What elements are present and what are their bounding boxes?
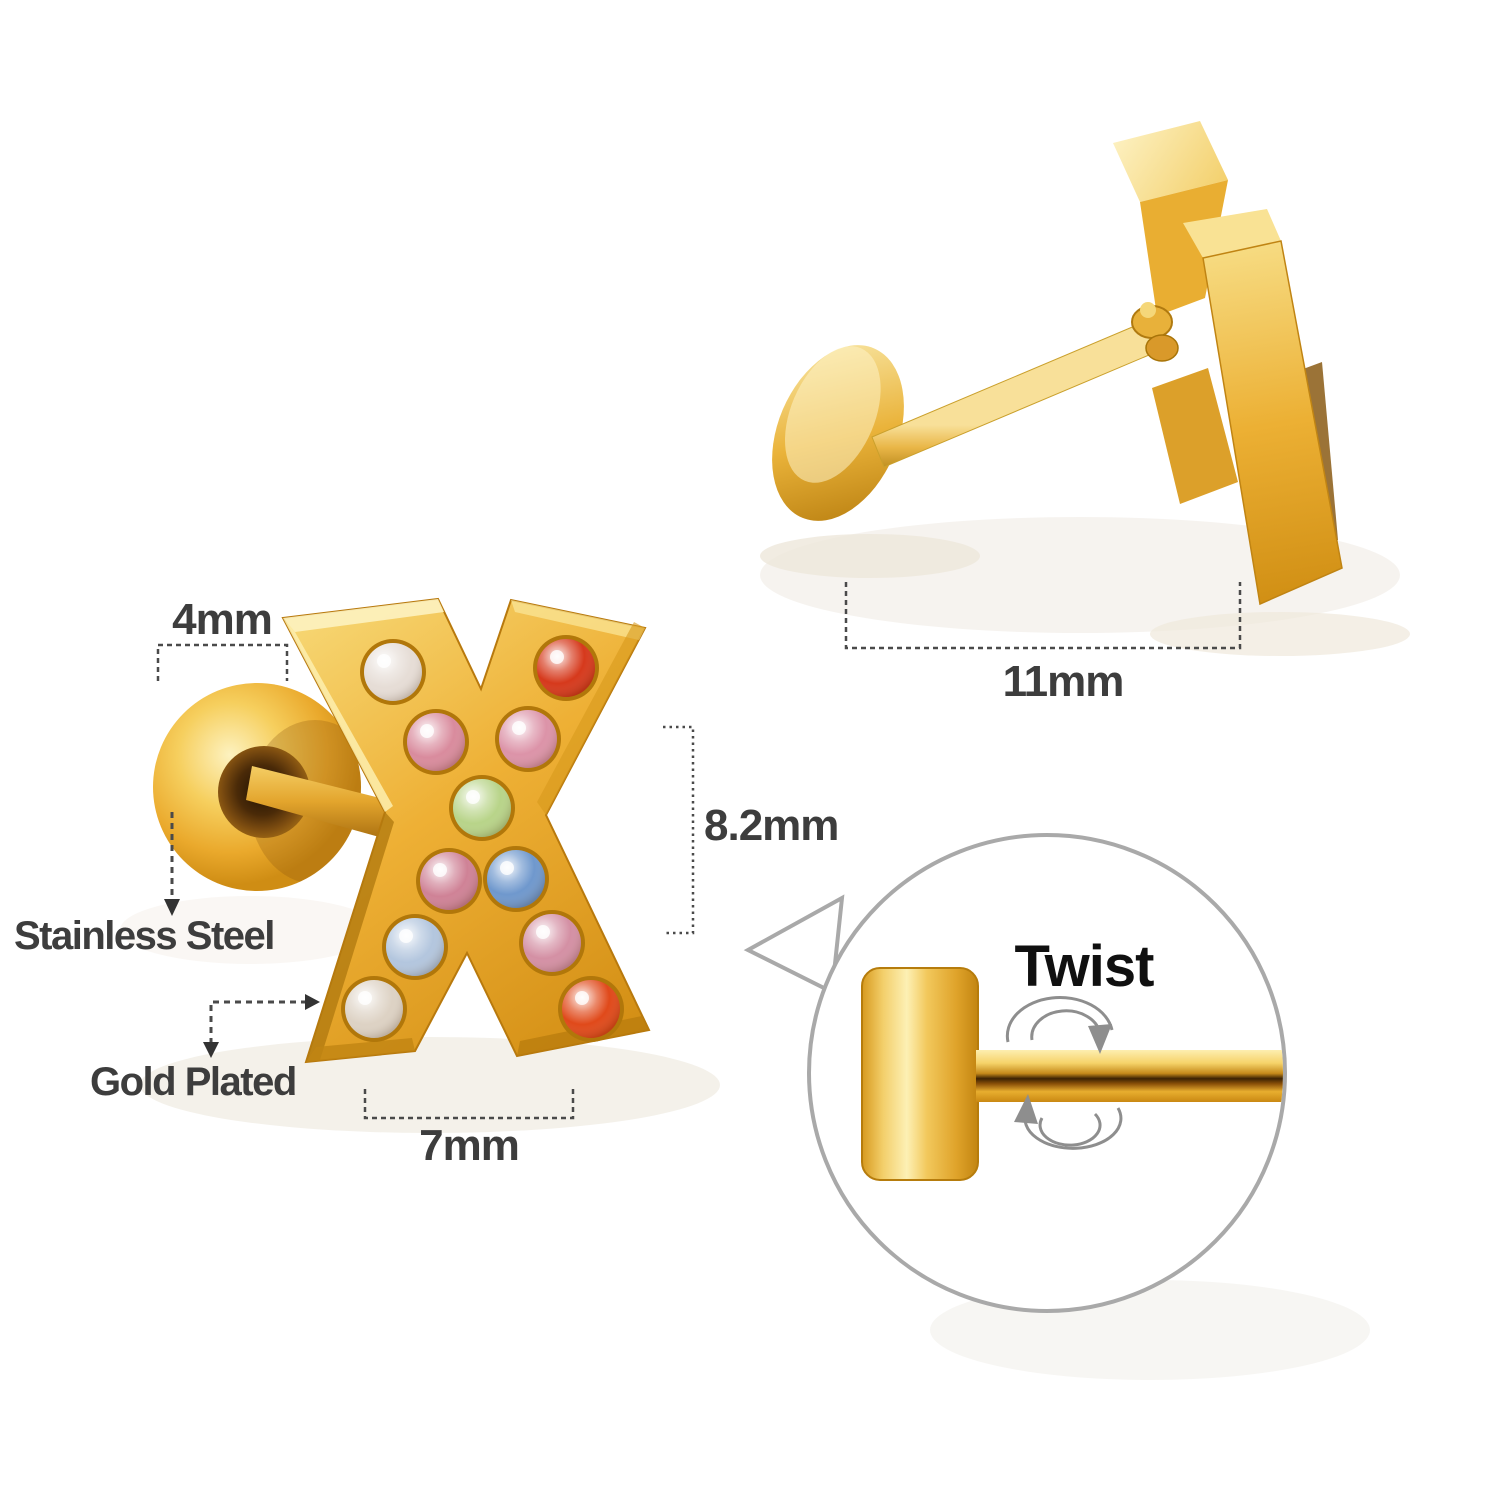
gem-red	[533, 635, 599, 701]
gem-cluster	[341, 635, 624, 1042]
letter-x-side	[1113, 121, 1343, 606]
twist-label: Twist	[1014, 934, 1155, 999]
gem-orange-red	[558, 976, 624, 1042]
front-view-photo	[153, 597, 651, 1064]
inset-rod	[976, 1050, 1283, 1102]
gem-peridot-green	[449, 775, 515, 841]
screw-back-disc-side	[772, 345, 904, 521]
material-gold-plated-label: Gold Plated	[90, 1060, 297, 1104]
gem-pink-light	[495, 706, 561, 772]
rotation-arrowheads	[1014, 1024, 1112, 1124]
dimension-lines	[156, 582, 1242, 1120]
gem-pink	[403, 709, 469, 775]
gem-rose	[416, 848, 482, 914]
gem-sapphire-blue	[483, 846, 549, 912]
ear-post	[246, 766, 392, 838]
side-view-photo	[772, 121, 1343, 606]
bracket-11mm	[844, 582, 1242, 650]
material-stainless-steel-label: Stainless Steel	[14, 914, 275, 958]
dim-8-2mm-label: 8.2mm	[704, 801, 839, 850]
gem-ice-blue	[382, 914, 448, 980]
gem-champagne	[341, 976, 407, 1042]
gem-pink-rose	[519, 910, 585, 976]
inset-screw-cap	[861, 967, 979, 1181]
dim-4mm-label: 4mm	[172, 595, 273, 644]
dim-11mm-label: 11mm	[1002, 657, 1125, 706]
bracket-8-2mm	[663, 725, 695, 935]
leader-gold-plated	[209, 1000, 305, 1044]
twist-inset	[743, 833, 1287, 1313]
leader-arrowheads	[164, 899, 320, 1058]
screw-thread-nub	[1131, 302, 1179, 362]
rotation-arrows	[1005, 996, 1123, 1150]
gem-clear-white	[360, 639, 426, 705]
dim-7mm-label: 7mm	[419, 1121, 520, 1170]
bracket-4mm	[156, 643, 289, 681]
barbell-rod	[871, 316, 1169, 468]
callout-tail	[743, 894, 845, 996]
